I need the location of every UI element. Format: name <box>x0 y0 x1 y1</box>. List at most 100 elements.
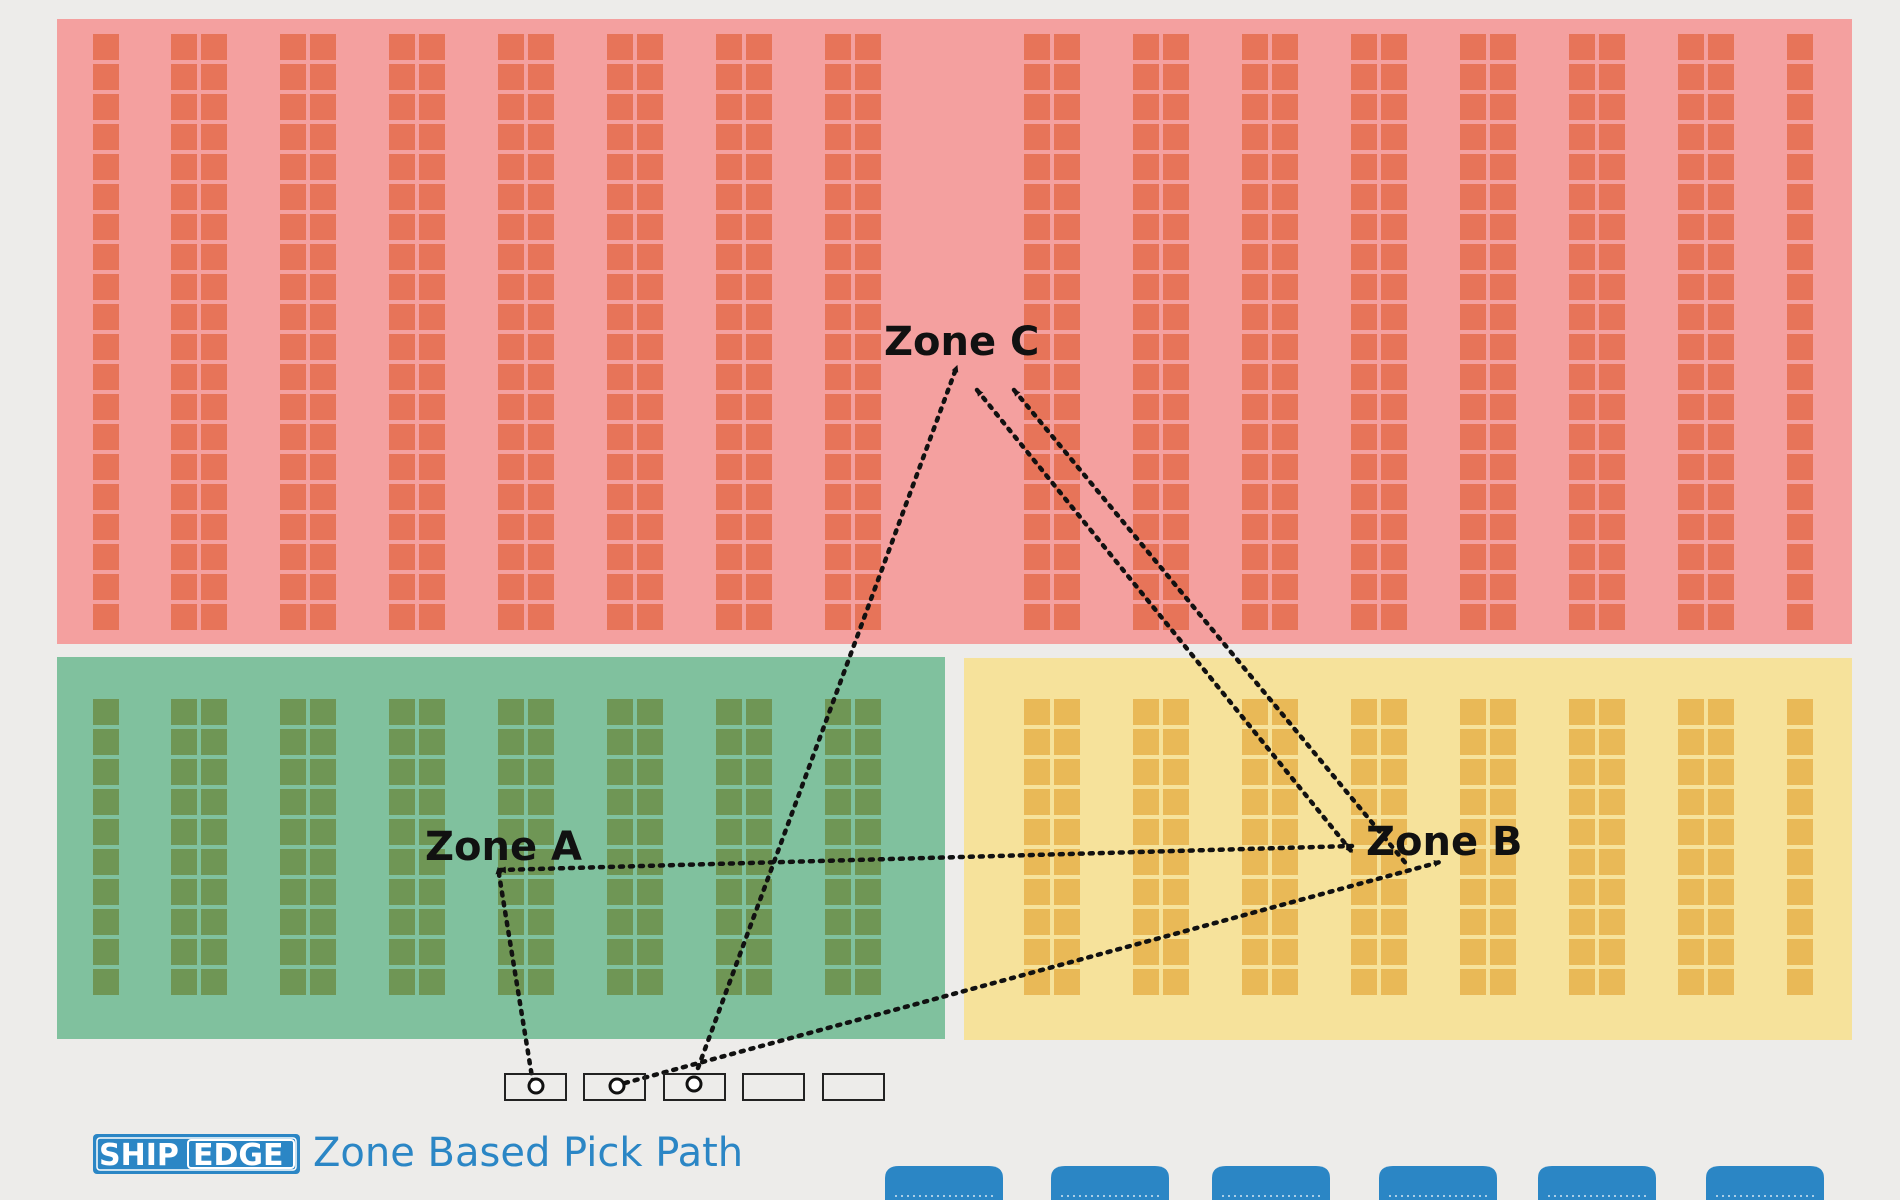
rack-cell <box>1272 184 1298 210</box>
dock-door-icon <box>1538 1166 1656 1200</box>
rack-cell <box>1460 819 1486 845</box>
rack-cell <box>528 699 554 725</box>
rack-cell <box>389 729 415 755</box>
rack-cell <box>419 34 445 60</box>
rack-cell <box>1460 909 1486 935</box>
rack-cell <box>1381 909 1407 935</box>
rack-cell <box>1490 94 1516 120</box>
rack-cell <box>528 274 554 300</box>
rack-cell <box>607 34 633 60</box>
rack-cell <box>716 394 742 420</box>
path-zone-c-to-zone-b-2 <box>1011 387 1411 869</box>
rack-cell <box>280 514 306 540</box>
rack-cell <box>1460 274 1486 300</box>
rack-cell <box>310 879 336 905</box>
rack-cell <box>1678 34 1704 60</box>
rack-cell <box>389 759 415 785</box>
rack-cell <box>1678 544 1704 570</box>
rack-cell <box>716 454 742 480</box>
rack-cell <box>389 184 415 210</box>
rack-cell <box>1678 969 1704 995</box>
dock-door-icon <box>885 1166 1003 1200</box>
rack-cell <box>1569 124 1595 150</box>
rack-cell <box>1381 879 1407 905</box>
rack-cell <box>746 454 772 480</box>
rack-cell <box>1381 729 1407 755</box>
rack-cell <box>1054 334 1080 360</box>
rack-cell <box>637 394 663 420</box>
rack-cell <box>310 819 336 845</box>
rack-cell <box>1381 94 1407 120</box>
rack-cell <box>1163 789 1189 815</box>
rack-cell <box>746 759 772 785</box>
rack-cell <box>746 969 772 995</box>
rack-cell <box>171 909 197 935</box>
rack-cell <box>201 909 227 935</box>
rack-cell <box>1163 304 1189 330</box>
rack-cell <box>389 274 415 300</box>
rack-cell <box>1678 574 1704 600</box>
rack-cell <box>1708 574 1734 600</box>
rack-cell <box>1272 394 1298 420</box>
dock-door-icon <box>1051 1166 1169 1200</box>
logo-ship: SHIP <box>99 1138 179 1173</box>
rack-cell <box>1054 759 1080 785</box>
rack-cell <box>280 214 306 240</box>
rack-cell <box>419 94 445 120</box>
rack-cell <box>855 789 881 815</box>
rack-cell <box>716 699 742 725</box>
rack-cell <box>716 304 742 330</box>
rack-cell <box>528 304 554 330</box>
rack-cell <box>528 424 554 450</box>
rack-cell <box>1490 34 1516 60</box>
rack-cell <box>389 544 415 570</box>
rack-cell <box>280 939 306 965</box>
rack-cell <box>1242 879 1268 905</box>
rack-cell <box>93 364 119 390</box>
rack-cell <box>498 454 524 480</box>
rack-cell <box>310 34 336 60</box>
rack-cell <box>498 334 524 360</box>
rack-cell <box>1599 879 1625 905</box>
rack-cell <box>201 184 227 210</box>
rack-cell <box>1242 819 1268 845</box>
rack-cell <box>825 729 851 755</box>
rack-cell <box>637 849 663 875</box>
rack-cell <box>280 604 306 630</box>
rack-cell <box>1054 64 1080 90</box>
rack-cell <box>1599 789 1625 815</box>
path-station3-to-zone-c <box>695 363 960 1071</box>
rack-cell <box>1133 759 1159 785</box>
rack-cell <box>1054 544 1080 570</box>
rack-cell <box>310 789 336 815</box>
rack-cell <box>1678 394 1704 420</box>
rack-cell <box>1787 604 1813 630</box>
rack-cell <box>1490 849 1516 875</box>
rack-cell <box>1381 274 1407 300</box>
rack-cell <box>1381 214 1407 240</box>
rack-cell <box>1599 969 1625 995</box>
rack-cell <box>607 514 633 540</box>
rack-cell <box>1242 184 1268 210</box>
rack-cell <box>1272 604 1298 630</box>
rack-cell <box>1024 34 1050 60</box>
rack-cell <box>93 909 119 935</box>
rack-cell <box>1460 849 1486 875</box>
rack-cell <box>1351 334 1377 360</box>
rack-cell <box>825 909 851 935</box>
rack-cell <box>419 274 445 300</box>
rack-cell <box>1242 604 1268 630</box>
rack-cell <box>746 729 772 755</box>
rack-cell <box>716 574 742 600</box>
rack-cell <box>1054 909 1080 935</box>
rack-cell <box>1242 394 1268 420</box>
rack-cell <box>607 789 633 815</box>
rack-cell <box>201 544 227 570</box>
rack-cell <box>419 334 445 360</box>
rack-cell <box>1351 574 1377 600</box>
rack-cell <box>1054 604 1080 630</box>
rack-cell <box>419 819 445 845</box>
rack-cell <box>419 514 445 540</box>
rack-cell <box>1678 424 1704 450</box>
rack-cell <box>1024 969 1050 995</box>
